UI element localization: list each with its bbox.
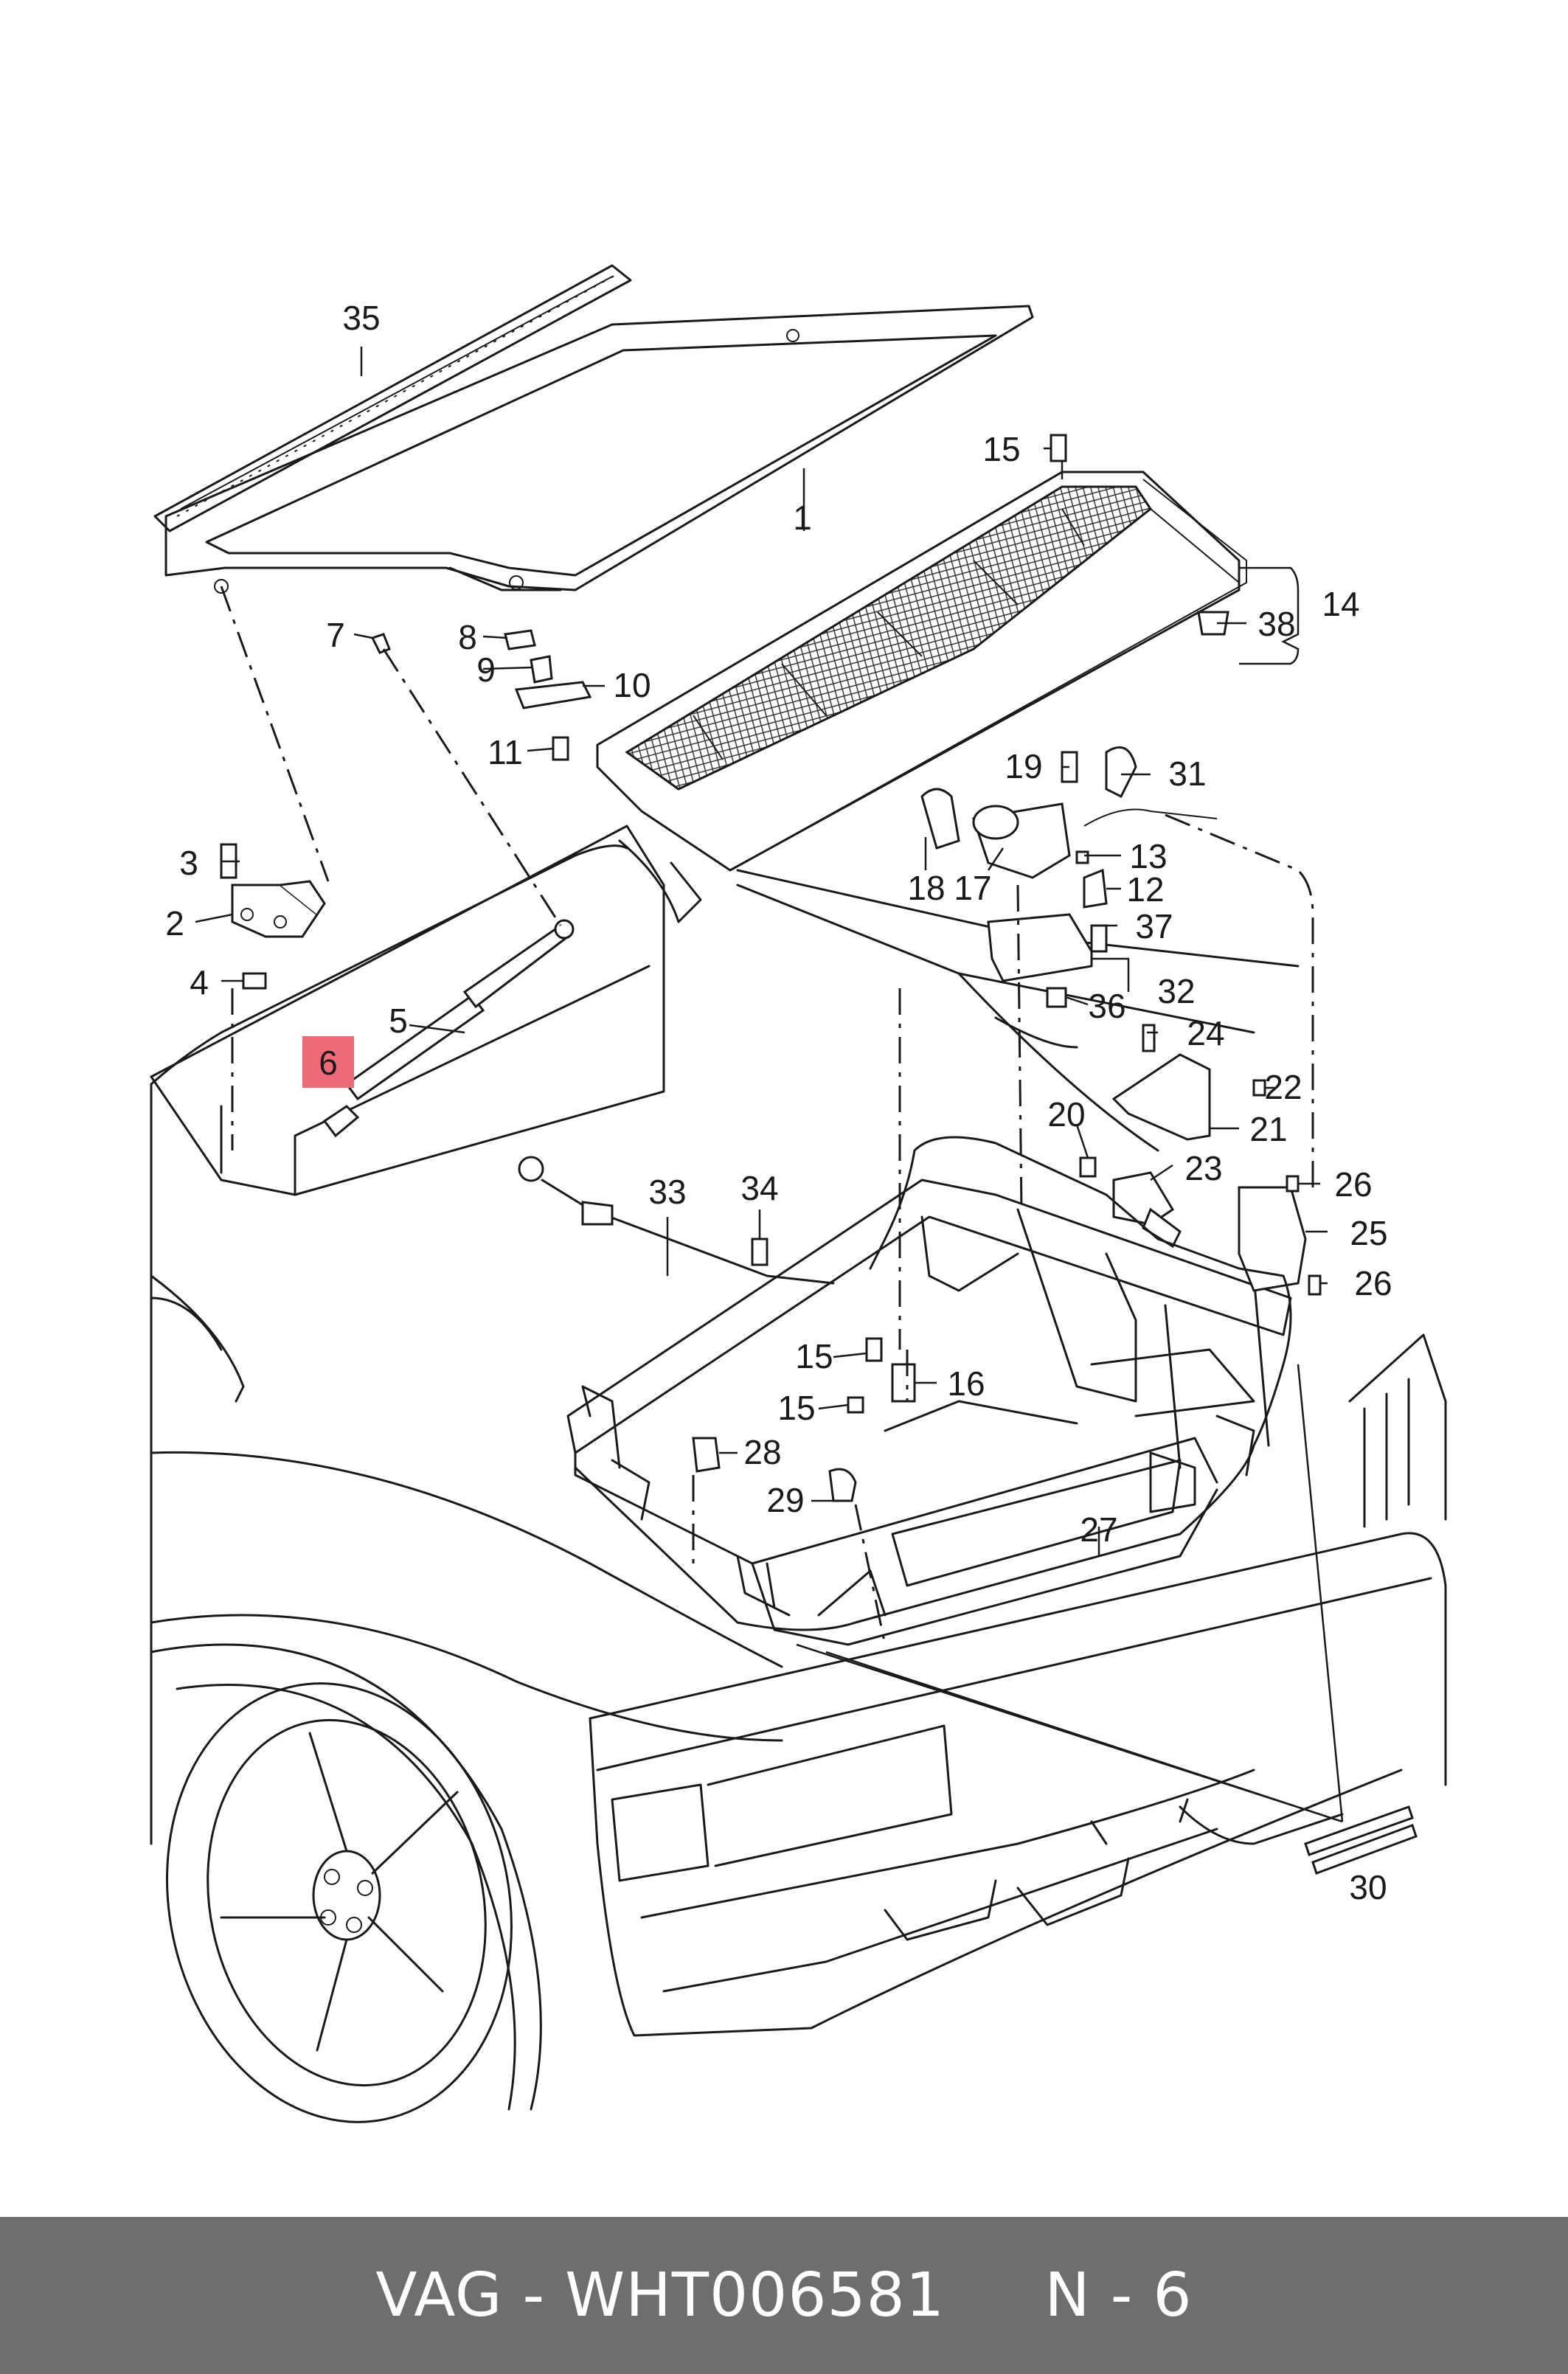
assembly-lines — [220, 586, 1314, 1645]
callout-26-bottom: 26 — [1354, 1264, 1392, 1302]
callout-27: 27 — [1080, 1510, 1117, 1549]
highlight-box — [302, 1036, 354, 1088]
callout-29: 29 — [766, 1481, 804, 1519]
callout-22: 22 — [1264, 1068, 1302, 1106]
callout-13: 13 — [1129, 837, 1167, 875]
cover-grille — [596, 471, 1247, 872]
callout-17: 17 — [954, 869, 991, 907]
brand-label: VAG — [375, 2260, 503, 2330]
callout-8: 8 — [458, 618, 477, 656]
callout-1: 1 — [793, 499, 812, 537]
callout-16: 16 — [947, 1364, 985, 1403]
part-footer: VAG - WHT006581 N - 6 — [0, 2217, 1568, 2374]
callout-18: 18 — [907, 869, 945, 907]
parts-diagram: 35 1 15 14 38 7 8 9 10 11 19 31 13 12 18… — [150, 264, 1447, 2123]
callout-15-low: 15 — [777, 1389, 815, 1427]
callout-15-mid: 15 — [795, 1337, 833, 1375]
callout-32: 32 — [1157, 972, 1195, 1010]
callout-33: 33 — [648, 1173, 686, 1211]
callout-20: 20 — [1047, 1095, 1085, 1134]
car-body — [150, 825, 1447, 2123]
callout-26-top: 26 — [1334, 1165, 1372, 1204]
callout-10: 10 — [613, 666, 651, 704]
callout-11: 11 — [488, 733, 523, 771]
callout-19: 19 — [1005, 747, 1042, 785]
release-cable — [574, 1136, 1292, 1631]
engine-lid — [164, 305, 1034, 594]
callout-12: 12 — [1126, 870, 1164, 909]
lid-seal — [153, 264, 632, 532]
callout-23: 23 — [1184, 1149, 1222, 1187]
callout-21: 21 — [1249, 1110, 1287, 1148]
callout-labels: 35 1 15 14 38 7 8 9 10 11 19 31 13 12 18… — [165, 299, 1392, 1906]
position-label: N - 6 — [1044, 2260, 1193, 2330]
callout-9: 9 — [476, 650, 496, 689]
callout-31: 31 — [1168, 754, 1206, 793]
callout-36: 36 — [1088, 987, 1125, 1025]
callout-37: 37 — [1135, 907, 1173, 945]
leader-lines — [195, 347, 1344, 1823]
callout-35: 35 — [342, 299, 380, 337]
part-number: WHT006581 — [565, 2260, 946, 2330]
separator: - — [502, 2260, 566, 2330]
callout-4: 4 — [190, 963, 209, 1002]
callout-2: 2 — [165, 904, 184, 943]
callout-28: 28 — [743, 1433, 781, 1471]
callout-3: 3 — [179, 844, 198, 882]
callout-6: 6 — [319, 1044, 338, 1082]
callout-5: 5 — [389, 1002, 408, 1040]
callout-24: 24 — [1187, 1014, 1224, 1052]
callout-25: 25 — [1350, 1214, 1387, 1252]
callout-14: 14 — [1322, 585, 1359, 623]
callout-7: 7 — [326, 616, 345, 654]
callout-34: 34 — [740, 1169, 778, 1207]
gas-strut — [322, 633, 575, 1138]
callout-15-top: 15 — [982, 430, 1020, 468]
lid-hinge — [220, 843, 326, 990]
callout-30: 30 — [1349, 1868, 1387, 1906]
callout-38: 38 — [1257, 605, 1295, 643]
gap — [945, 2260, 1044, 2330]
hardware — [504, 434, 1418, 1875]
